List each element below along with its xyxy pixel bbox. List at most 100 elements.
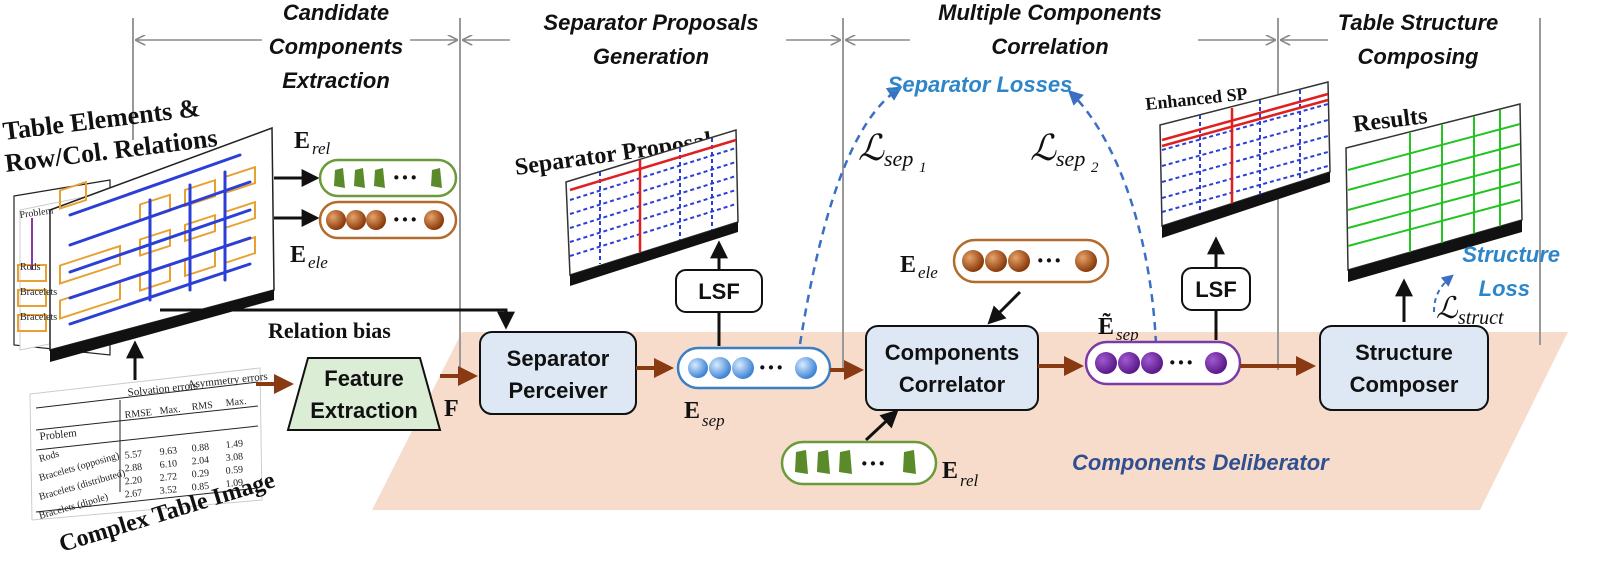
complex-table-image: Solvation errors Asymmetry errors Proble… — [29, 367, 268, 522]
e-tsep-symbol: Ẽ — [1098, 314, 1114, 340]
tbl-cell: 3.08 — [225, 451, 244, 464]
e-ele-mid-capsule — [952, 238, 1110, 284]
structure-composer-label-2: Composer — [1350, 372, 1459, 397]
tbl-cell: 0.59 — [225, 464, 244, 477]
loss-arc-2 — [1067, 89, 1158, 345]
structure-loss-label-1: Structure — [1462, 242, 1560, 267]
e-rel-top-symbol: E — [294, 128, 310, 154]
stage-title-correlation-2: Correlation — [991, 34, 1108, 59]
components-deliberator-label: Components Deliberator — [1072, 450, 1330, 475]
feature-extraction-label-2: Extraction — [310, 398, 418, 423]
results-image — [1345, 103, 1523, 282]
table-elements-image: Problem Rods Bracelets Bracelets — [13, 126, 275, 362]
tbl-cell: 0.85 — [191, 481, 210, 494]
separator-perceiver-label-1: Separator — [507, 346, 610, 371]
components-correlator-label-2: Correlator — [899, 372, 1006, 397]
stage-title-candidate-1: Candidate — [283, 0, 389, 25]
structure-composer-label-1: Structure — [1355, 340, 1453, 365]
e-ele-top-sub: ele — [308, 253, 328, 272]
stage-title-proposals-1: Separator Proposals — [543, 10, 758, 35]
tbl-col-max1: Max. — [159, 404, 181, 417]
e-rel-bottom-sub: rel — [960, 471, 979, 490]
e-rel-bottom-leaves — [795, 450, 916, 474]
e-rel-bottom-ellipsis: ··· — [860, 449, 886, 478]
structure-composer-box — [1319, 325, 1489, 411]
tbl-cell: 2.04 — [191, 455, 210, 468]
l-sep2-sub: sep — [1056, 146, 1085, 171]
components-correlator-label-1: Components — [885, 340, 1019, 365]
tbl-col-rms: RMS — [191, 400, 213, 413]
stage-title-composing-1: Table Structure — [1338, 10, 1499, 35]
e-rel-bottom-symbol: E — [942, 458, 958, 484]
tbl-cell: 6.10 — [159, 458, 178, 471]
svg-text:Problem: Problem — [19, 205, 54, 221]
e-sep-ellipsis: ··· — [758, 353, 784, 382]
feature-extraction-box — [286, 357, 442, 431]
tbl-col-rmse: RMSE — [124, 407, 152, 421]
tbl-cell: 9.63 — [159, 445, 178, 458]
l-sep2-symbol: ℒ — [1030, 128, 1057, 168]
tbl-cell: 0.29 — [191, 468, 210, 481]
tbl-cell: 2.20 — [124, 475, 143, 488]
l-struct-sub: struct — [1458, 307, 1504, 329]
e-ele-top-symbol: E — [290, 242, 306, 268]
stage-title-proposals-2: Generation — [593, 44, 709, 69]
e-ele-top-dots — [326, 210, 444, 230]
tbl-cell: 2.67 — [124, 488, 143, 501]
tbl-col-max2: Max. — [225, 396, 247, 409]
e-sep-sub: sep — [702, 411, 725, 430]
l-sep1-sub: sep — [884, 146, 913, 171]
f-label: F — [444, 396, 459, 422]
e-tsep-sub: sep — [1116, 325, 1139, 344]
e-tsep-dots — [1095, 352, 1227, 374]
l-sep1-subsub: 1 — [919, 160, 927, 176]
e-sep-symbol: E — [684, 398, 700, 424]
e-rel-top-ellipsis: ··· — [392, 163, 418, 192]
l-sep2-subsub: 2 — [1091, 160, 1099, 176]
lsf-label-1: LSF — [698, 279, 740, 304]
svg-text:Bracelets: Bracelets — [20, 287, 57, 298]
e-tsep-ellipsis: ··· — [1168, 348, 1194, 377]
separator-proposals-image — [565, 128, 739, 286]
tbl-row-label: Rods — [38, 449, 61, 465]
e-ele-top-ellipsis: ··· — [392, 205, 418, 234]
tbl-cell: 2.72 — [159, 471, 178, 484]
relation-bias-label: Relation bias — [268, 318, 391, 343]
tbl-cell: 3.52 — [159, 484, 178, 497]
stage-title-correlation-1: Multiple Components — [938, 0, 1162, 25]
svg-text:Rods: Rods — [20, 262, 41, 273]
e-rel-top-capsule — [318, 158, 458, 198]
arrow-erel-to-correlator — [864, 409, 899, 442]
tbl-cell: 0.88 — [191, 442, 210, 455]
e-rel-top-sub: rel — [312, 139, 331, 158]
e-rel-top-leaves — [334, 168, 442, 188]
relation-bias-arrow — [160, 308, 515, 330]
stage-title-candidate-3: Extraction — [282, 68, 390, 93]
tbl-cell: 5.57 — [124, 449, 143, 462]
e-ele-mid-ellipsis: ··· — [1036, 246, 1062, 275]
tbl-cell: 1.09 — [225, 477, 244, 490]
svg-text:Bracelets: Bracelets — [20, 312, 57, 323]
tbl-col-problem: Problem — [39, 427, 78, 443]
e-ele-mid-sub: ele — [918, 263, 938, 282]
feature-extraction-label-1: Feature — [324, 366, 403, 391]
enhanced-sp-image — [1159, 81, 1331, 238]
l-struct-symbol: ℒ — [1436, 292, 1459, 325]
structure-loss-label-2: Loss — [1479, 276, 1530, 301]
separator-losses-label: Separator Losses — [888, 72, 1073, 97]
components-correlator-box — [865, 325, 1039, 411]
e-ele-mid-symbol: E — [900, 252, 916, 278]
e-sep-dots — [688, 357, 817, 379]
separator-perceiver-label-2: Perceiver — [508, 378, 608, 403]
stage-title-composing-2: Composing — [1358, 44, 1480, 69]
separator-perceiver-box — [479, 331, 637, 415]
arrow-eele-to-correlator — [987, 290, 1022, 325]
structure-loss-arc — [1433, 274, 1454, 313]
stage-title-candidate-2: Components — [269, 34, 403, 59]
e-ele-mid-dots — [962, 250, 1097, 272]
tbl-cell: 1.49 — [225, 438, 244, 451]
tbl-cell: 2.88 — [124, 462, 143, 475]
loss-arc-1 — [798, 86, 903, 345]
